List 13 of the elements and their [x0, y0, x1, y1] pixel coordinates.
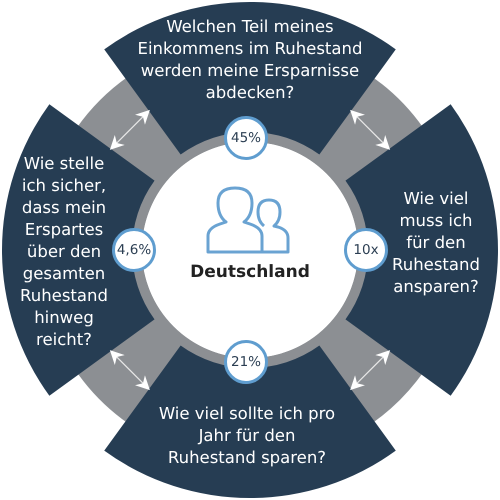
question-text: Wie viel sollte ich pro Jahr für den Ruhestand sparen?	[158, 402, 336, 469]
question-sector	[2, 104, 155, 396]
double-arrow	[350, 110, 390, 150]
question-text: Wie viel muss ich für den Ruhestand ansparen?	[391, 188, 481, 298]
double-arrow	[350, 350, 390, 390]
question-text: Welchen Teil meines Einkommens im Ruhestand werden meine Ersparnisse abdecken?	[136, 16, 364, 104]
question-text: Wie stelle ich sicher, dass mein Erspartes über den gesamten Ruhestand hinweg reicht?	[19, 152, 109, 351]
double-arrow	[110, 110, 150, 150]
question-sector	[104, 345, 396, 498]
question-sector	[345, 104, 498, 396]
question-sector	[104, 2, 396, 155]
double-arrow	[110, 350, 150, 390]
country-label: Deutschland	[189, 262, 311, 282]
